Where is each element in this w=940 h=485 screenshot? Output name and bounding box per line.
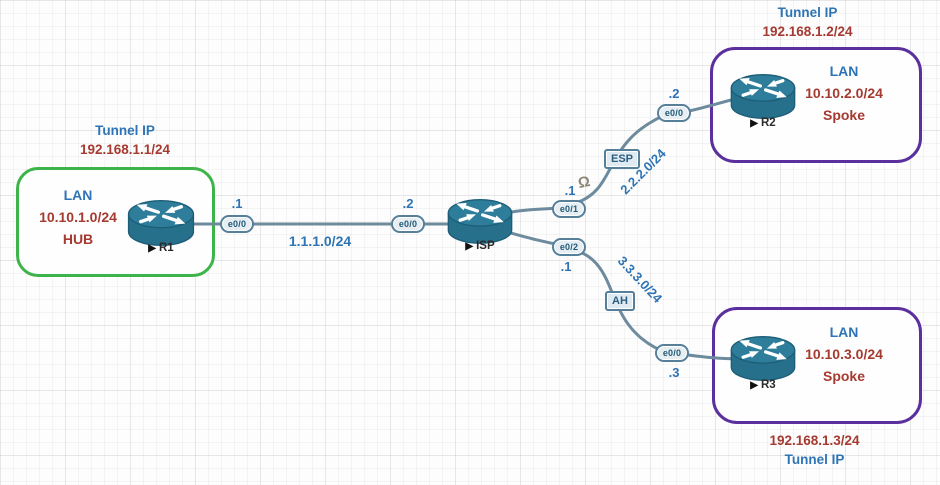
ah-tag-box: AH [605, 291, 635, 311]
play-icon: ▶ [465, 241, 474, 252]
play-icon: ▶ [148, 243, 156, 254]
isp-e02-interface-pill: e0/2 [552, 238, 586, 256]
esp-tag-box: ESP [604, 149, 640, 169]
hub-role-label: HUB [62, 231, 94, 247]
router-r1-icon [127, 199, 195, 247]
hub-lan-subnet: 10.10.1.0/24 [39, 209, 117, 225]
isp-e02-addr: .1 [560, 259, 572, 274]
router-isp-label: ▶ISP [447, 240, 513, 252]
isp-e01-addr: .1 [564, 183, 576, 198]
spoke2-lan-annotation: LAN 10.10.2.0/24 Spoke [782, 60, 906, 126]
router-r2-icon [730, 73, 796, 120]
hub-tunnel-annotation: Tunnel IP 192.168.1.1/24 [50, 121, 200, 159]
play-icon: ▶ [750, 380, 758, 391]
hub-lan-annotation: LAN 10.10.1.0/24 HUB [24, 184, 132, 250]
spoke2-tunnel-ip-label: Tunnel IP [777, 5, 838, 20]
play-icon: ▶ [750, 118, 758, 129]
spoke3-lan-label: LAN [829, 324, 859, 340]
spoke3-lan-subnet: 10.10.3.0/24 [805, 346, 883, 362]
hub-tunnel-ip-value: 192.168.1.1/24 [79, 142, 171, 157]
isp-e00-interface-pill: e0/0 [391, 215, 425, 233]
router-r3-icon [730, 335, 796, 382]
hub-e00-addr: .1 [231, 196, 243, 211]
spoke2-lan-label: LAN [829, 63, 859, 79]
router-isp-icon [447, 198, 513, 245]
router-r3-label: ▶R3 [730, 379, 796, 391]
spoke2-e00-interface-pill: e0/0 [657, 104, 691, 122]
spoke3-tunnel-annotation: 192.168.1.3/24 Tunnel IP [742, 431, 887, 469]
hub-e00-interface-pill: e0/0 [220, 215, 254, 233]
isp-e00-addr: .2 [402, 196, 414, 211]
router-r3-name: R3 [761, 379, 776, 391]
spoke3-lan-annotation: LAN 10.10.3.0/24 Spoke [782, 321, 906, 387]
spoke2-e00-addr: .2 [668, 86, 680, 101]
hub-tunnel-ip-label: Tunnel IP [95, 123, 155, 138]
hub-isp-subnet-label: 1.1.1.0/24 [288, 233, 352, 249]
spoke2-lan-subnet: 10.10.2.0/24 [805, 85, 883, 101]
spoke2-tunnel-ip-value: 192.168.1.2/24 [762, 24, 853, 39]
router-r2-name: R2 [761, 117, 776, 129]
spoke3-role-label: Spoke [822, 368, 865, 384]
spoke2-role-label: Spoke [822, 107, 865, 123]
spoke3-e00-interface-pill: e0/0 [655, 344, 689, 362]
hub-lan-label: LAN [63, 187, 93, 203]
spoke2-tunnel-annotation: Tunnel IP 192.168.1.2/24 [735, 3, 880, 41]
router-r1-name: R1 [159, 242, 174, 254]
spoke3-e00-addr: .3 [668, 365, 680, 380]
isp-e01-interface-pill: e0/1 [552, 200, 586, 218]
router-r2-label: ▶R2 [730, 117, 796, 129]
spoke3-tunnel-ip-value: 192.168.1.3/24 [769, 433, 860, 448]
router-isp-name: ISP [476, 240, 495, 252]
spoke3-tunnel-ip-label: Tunnel IP [784, 452, 845, 467]
isp-spoke2-subnet-label: 2.2.2.0/24 [617, 145, 669, 198]
router-r1-label: ▶R1 [127, 242, 195, 254]
